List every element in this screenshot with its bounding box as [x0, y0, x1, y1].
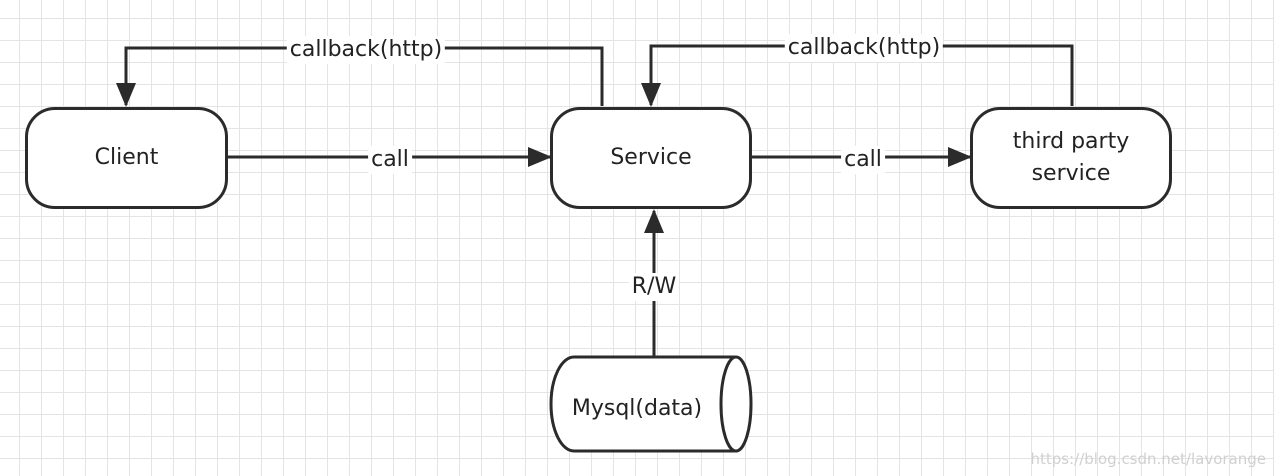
edge-label-callback-to-client: callback(http): [286, 36, 446, 64]
client-label: Client: [94, 145, 159, 170]
service-label: Service: [610, 145, 692, 170]
watermark: https://blog.csdn.net/lavorange: [1030, 450, 1266, 468]
client-node[interactable]: Client: [25, 107, 228, 209]
third-party-label: third party service: [1012, 129, 1130, 186]
third-party-node[interactable]: third party service: [970, 107, 1172, 209]
edge-label-service-database: R/W: [628, 273, 680, 301]
database-label: Mysql(data): [571, 395, 703, 421]
edge-label-callback-to-service: callback(http): [784, 34, 944, 62]
edge-label-service-to-third-party: call: [841, 146, 885, 174]
edge-label-client-to-service: call: [368, 146, 412, 174]
service-node[interactable]: Service: [550, 107, 752, 209]
database-cylinder: [549, 355, 753, 453]
